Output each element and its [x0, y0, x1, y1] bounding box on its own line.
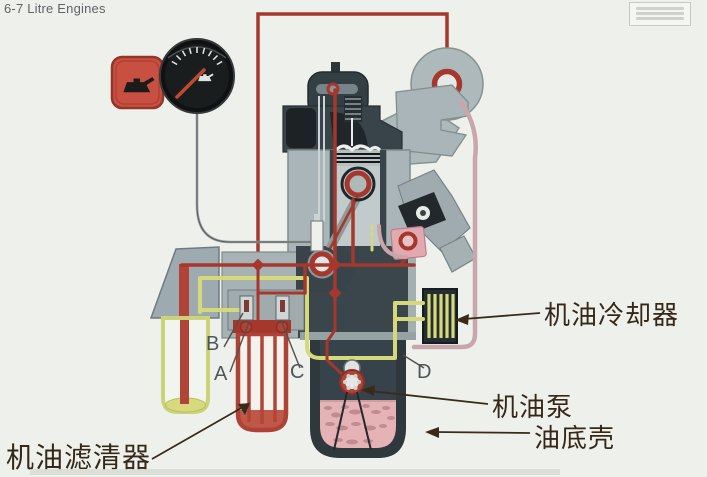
marker-leader-lines: [223, 312, 425, 373]
oil-pressure-gauge: [159, 38, 235, 114]
cylinder-head: [282, 62, 403, 153]
callout-oil-cooler: 机油冷却器: [544, 301, 680, 330]
filter-head-valves: [233, 295, 291, 334]
faint-note-line: [636, 7, 684, 10]
pressure-sender-unit: [310, 220, 324, 252]
faint-note-line: [636, 17, 684, 20]
faint-note-box: [629, 2, 691, 26]
faint-note-line: [636, 12, 684, 15]
callout-oil-sump: 油底壳: [534, 424, 616, 453]
oil-pump: [333, 359, 372, 451]
marker-b: B: [206, 333, 220, 355]
callout-arrows: [151, 312, 541, 460]
oil-return-lines: [377, 99, 478, 350]
gauge-sender-line: [195, 113, 324, 252]
gauge-ticks: [171, 47, 223, 66]
callout-oil-pump: 机油泵: [492, 393, 574, 422]
gauge-needle: [175, 68, 206, 99]
sump-flange: [300, 332, 416, 340]
marker-d: D: [417, 361, 432, 383]
piston: [334, 144, 382, 166]
rod-small-end-bearing: [344, 170, 372, 198]
pickup-strainer: [333, 391, 348, 451]
page-title: 6-7 Litre Engines: [4, 1, 106, 16]
callout-oil-filter: 机油滤清器: [6, 443, 152, 474]
intake-manifold: [395, 84, 469, 157]
scan-artifact-band: [30, 469, 560, 475]
marker-a: A: [214, 363, 228, 385]
oil-cooler: [422, 288, 458, 344]
oil-line-junctions: [251, 258, 342, 300]
injection-pump-assembly: [390, 169, 477, 273]
marker-c: C: [290, 361, 305, 383]
